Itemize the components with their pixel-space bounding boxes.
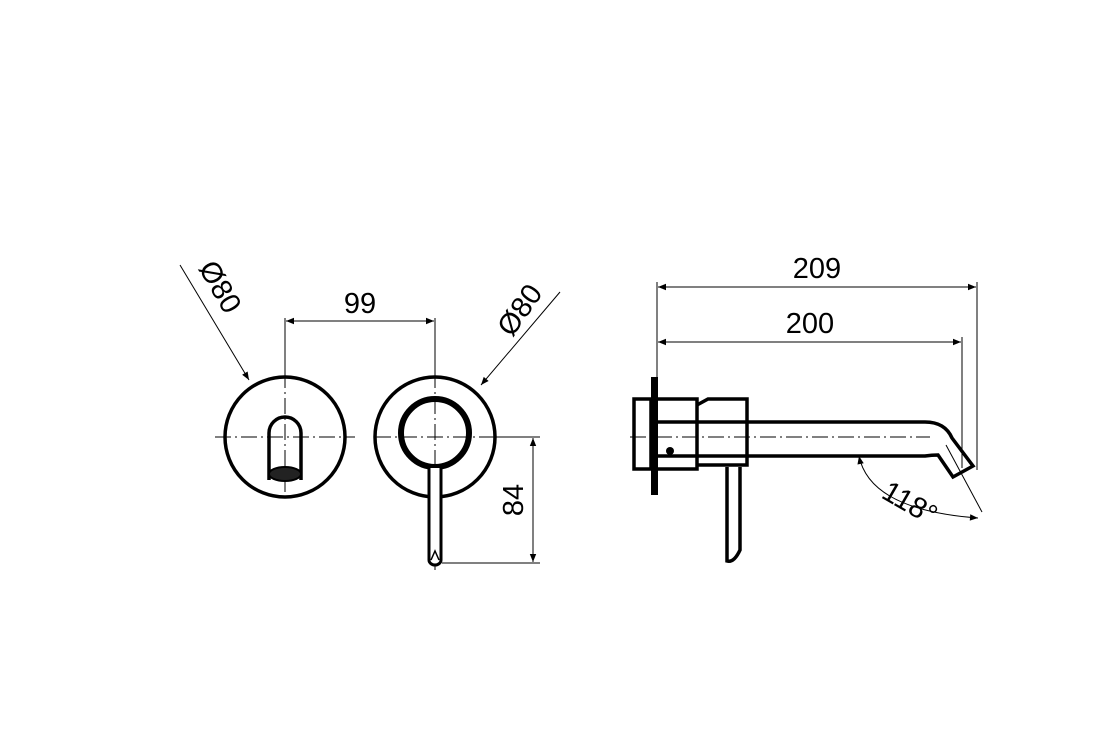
dimension-label-118: 118° (877, 475, 943, 532)
dimension-label-84: 84 (498, 484, 530, 516)
dimension-mixer-diameter: Ø80 (480, 279, 561, 386)
faucet-side-view (630, 377, 976, 564)
lever-side (725, 467, 742, 564)
dimension-spout-diameter: Ø80 (179, 256, 250, 381)
dimension-spout-angle: 118° (857, 444, 983, 532)
dimension-spout-projection: 200 (658, 308, 963, 468)
lever-handle (427, 468, 443, 567)
dimension-label-200: 200 (786, 308, 834, 340)
dimension-center-distance: 99 (284, 288, 436, 378)
dimension-overall-projection: 209 (656, 253, 978, 470)
spout-plate-front (215, 372, 355, 502)
dimension-label-209: 209 (793, 253, 841, 285)
dimension-label-99: 99 (344, 288, 376, 320)
aerator-icon (268, 466, 302, 482)
dimension-label-left-diameter: Ø80 (192, 256, 247, 319)
dimension-lever-drop: 84 (442, 436, 540, 564)
mixer-plate-front (373, 372, 500, 572)
dimension-label-right-diameter: Ø80 (492, 279, 550, 342)
